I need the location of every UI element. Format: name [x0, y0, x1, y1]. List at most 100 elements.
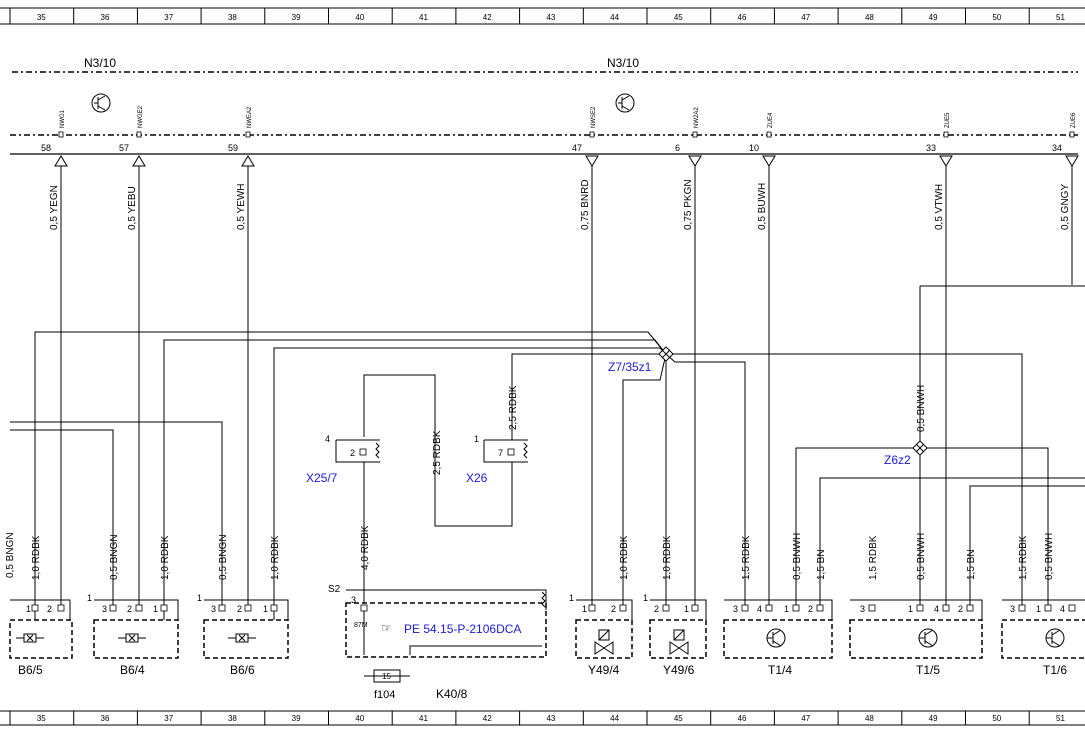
- wire-label: 0,5 BNGN: [5, 532, 16, 578]
- svg-text:2: 2: [611, 604, 616, 614]
- connector-code: NW2A2: [694, 107, 700, 128]
- transistor-icon: [615, 93, 635, 113]
- component-t1-6: 3 1 4 T1/6: [1001, 599, 1085, 677]
- component-b6-6: 1 3 2 1 B6/6: [197, 593, 289, 677]
- connector-pin-number: 34: [1052, 143, 1062, 153]
- x26-outer-pin: 1: [474, 434, 479, 444]
- svg-text:1: 1: [26, 604, 31, 614]
- connector-code: ZUE6: [1071, 112, 1077, 128]
- x26-label: X26: [466, 471, 488, 485]
- wire-label: 1,0 RDBK: [160, 535, 171, 580]
- wire-label: 0,5 BUWH: [757, 183, 768, 230]
- t1-6-label: T1/6: [1043, 663, 1067, 677]
- grid-cell-number: 40: [355, 13, 364, 22]
- svg-text:87M: 87M: [354, 622, 368, 629]
- input-arrow-icon: [132, 155, 146, 167]
- svg-text:2: 2: [808, 604, 813, 614]
- svg-text:3: 3: [1010, 604, 1015, 614]
- connector-pin-box: [1069, 131, 1075, 138]
- component-t1-5: 3 1 4 2 T1/5: [849, 599, 983, 677]
- grid-cell-number: 36: [101, 13, 110, 22]
- grid-cell-number: 38: [228, 714, 237, 723]
- component-y49-4: 1 1 2 Y49/4: [569, 593, 633, 677]
- transistor-icon: [1045, 628, 1065, 648]
- wire-label: 0,5 GNGY: [1060, 184, 1071, 230]
- grid-cell-number: 35: [37, 714, 46, 723]
- transistor-icon: [766, 628, 786, 648]
- input-arrow-icon: [241, 155, 255, 167]
- b6-4-label: B6/4: [120, 663, 145, 677]
- svg-text:4: 4: [934, 604, 939, 614]
- solenoid-valve-icon: [669, 629, 689, 655]
- module-connector: ZUE6 34 0,5 GNGY: [1052, 112, 1079, 230]
- svg-text:2: 2: [958, 604, 963, 614]
- grid-cell-number: 38: [228, 13, 237, 22]
- svg-text:1: 1: [582, 604, 587, 614]
- wire-label: 1,0 RDBK: [619, 535, 630, 580]
- splice-z6: [912, 440, 928, 456]
- connector-pin-number: 47: [572, 143, 582, 153]
- wire-label: 0,5 BNWH: [792, 533, 803, 580]
- fuse-label: f104: [374, 689, 395, 701]
- grid-cell-number: 50: [992, 714, 1001, 723]
- component-b6-5: 2 1 B6/5: [9, 599, 73, 677]
- grid-cell-number: 51: [1056, 714, 1065, 723]
- grid-cell-number: 37: [164, 13, 173, 22]
- x25-7-label: X25/7: [306, 471, 338, 485]
- connector-pin-box: [766, 131, 772, 138]
- wire-label: 0,5 YEWH: [236, 184, 247, 231]
- connector-code: NWEA2: [247, 106, 253, 128]
- svg-text:3: 3: [102, 604, 107, 614]
- svg-text:3: 3: [733, 604, 738, 614]
- connector-pin-box: [692, 131, 698, 138]
- wire-label: 0,75 PKGN: [683, 179, 694, 230]
- wire-label: 1,5 RDBK: [741, 535, 752, 580]
- grid-cell-number: 42: [483, 714, 492, 723]
- connector-pin-box: [58, 131, 64, 138]
- connector-code: ZUE5: [945, 112, 951, 128]
- wire-label: 0,5 BNWH: [916, 385, 927, 432]
- wire-labels: 2,5 RDBK 2,5 RDBK 0,5 BNWH 4,0 RDBK 0,5 …: [5, 385, 1055, 580]
- connector-pin-number: 57: [119, 143, 129, 153]
- svg-text:2: 2: [237, 604, 242, 614]
- output-arrow-icon: [688, 155, 702, 167]
- component-y49-6: 1 2 1 Y49/6: [643, 593, 707, 677]
- grid-cell-number: 39: [292, 13, 301, 22]
- splice-z7: [658, 346, 674, 362]
- component-b6-4: 1 3 2 1 B6/4: [87, 593, 179, 677]
- fuse-icon: [373, 669, 401, 683]
- k40-8-s2: S2: [328, 584, 341, 595]
- grid-cell-number: 41: [419, 714, 428, 723]
- svg-text:1: 1: [153, 604, 158, 614]
- solenoid-valve-icon: [594, 629, 614, 655]
- svg-text:1: 1: [908, 604, 913, 614]
- grid-cell-number: 47: [801, 13, 810, 22]
- grid-cell-number: 36: [101, 714, 110, 723]
- grid-cell-number: 40: [355, 714, 364, 723]
- wire-label: 1,5 BN: [816, 549, 827, 580]
- t1-5-label: T1/5: [916, 663, 940, 677]
- grid-cell-number: 46: [738, 13, 747, 22]
- x25-7-inner-pin: 2: [350, 448, 355, 458]
- connector-code: NWG1: [60, 109, 66, 128]
- k40-8-reference-link[interactable]: PE 54.15-P-2106DCA: [404, 622, 521, 636]
- wire-label: 4,0 RDBK: [360, 525, 371, 570]
- t1-4-label: T1/4: [768, 663, 792, 677]
- grid-cell-number: 42: [483, 13, 492, 22]
- transistor-icon: [91, 93, 111, 113]
- connector-pin-box: [136, 131, 142, 138]
- connector-pin-box: [245, 131, 251, 138]
- grid-cell-number: 41: [419, 13, 428, 22]
- wire-label: 1,0 RDBK: [31, 535, 42, 580]
- wire-label: 0,5 BNWH: [1044, 533, 1055, 580]
- grid-cell-number: 44: [610, 714, 619, 723]
- svg-text:1: 1: [197, 593, 202, 603]
